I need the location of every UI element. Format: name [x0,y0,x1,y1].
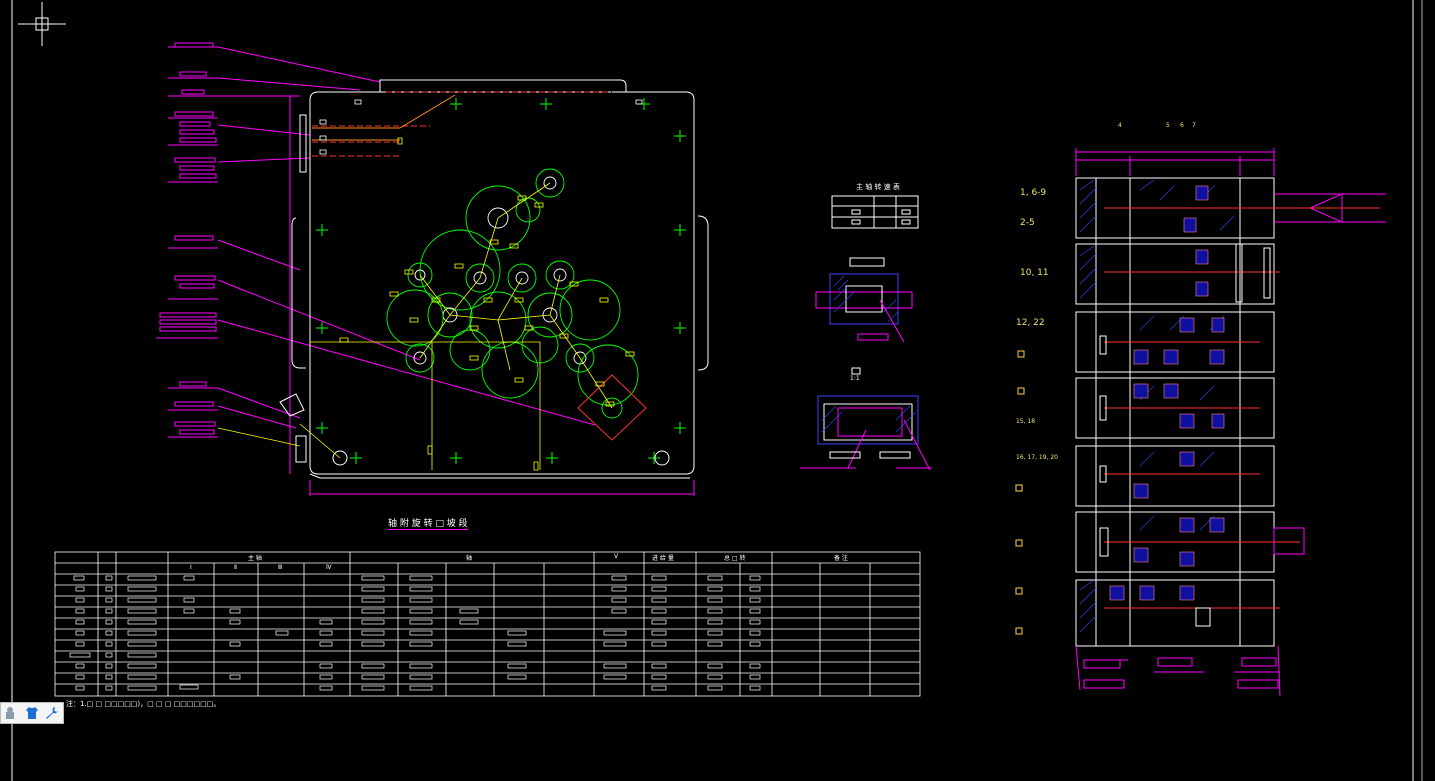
center-title: 轴 附 旋 转 □ 坡 段 [388,516,468,530]
gear-circles [386,168,639,419]
shaft-lines [312,91,612,157]
gear-links [217,182,613,470]
section-label-5: 15, 18 [1016,418,1036,425]
section-hatching [1079,179,1235,633]
section-gear-blocks [1109,185,1225,601]
layers-icon[interactable] [4,705,20,721]
crosshair-cursor [18,2,66,46]
table-group-5: 总 □ 转 [724,555,746,562]
floating-toolbar [0,702,64,724]
section-dimensions [1075,148,1386,697]
table-group-6: 备 注 [834,555,848,562]
section-label-4: 12, 22 [1016,318,1045,328]
center-marks [316,98,686,464]
table-group-4: 进 给 量 [652,555,674,562]
speed-table-title: 主 轴 转 速 表 [856,183,900,191]
detail-view-a [815,257,913,343]
part-tags [319,99,643,471]
table-header-3: Ⅲ [278,564,283,571]
top-label-4: 4 [1118,122,1122,129]
section-label-3: 10, 11 [1020,268,1049,278]
left-leader-labels [156,42,596,438]
gearbox-housing [289,79,709,496]
orange-shaft-lines [312,94,456,141]
speed-table [831,195,919,229]
section-label-6: 16, 17, 19, 20 [1016,454,1058,461]
table-note: 注：1.□ □ □□□□□)，□ □ □ □□□□□□。 [66,700,221,708]
table-group-2: 轴 [466,555,473,562]
top-label-5: 5 [1166,122,1170,129]
parts-table [54,551,921,697]
top-label-7: 7 [1192,122,1196,129]
detail-hatching [821,275,917,433]
table-header-1: Ⅰ [190,564,192,571]
section-label-1: 1, 6-9 [1020,188,1047,198]
parts-table-cells [69,575,761,691]
table-header-2: Ⅱ [234,564,237,571]
table-header-4: Ⅳ [326,564,332,571]
section-shafts [1104,207,1380,609]
wrench-icon[interactable] [44,705,60,721]
shirt-icon[interactable] [24,705,40,721]
table-group-3: Ⅴ [614,553,619,560]
section-collars [1099,243,1271,627]
detail-view-b [800,367,932,471]
scale-label: 1:1 [850,375,860,382]
bottom-bearing-circles [279,393,670,466]
table-group-1: 主 轴 [248,555,262,562]
drawing-border [11,0,1423,781]
section-label-2: 2-5 [1020,218,1035,228]
top-label-6: 6 [1180,122,1184,129]
